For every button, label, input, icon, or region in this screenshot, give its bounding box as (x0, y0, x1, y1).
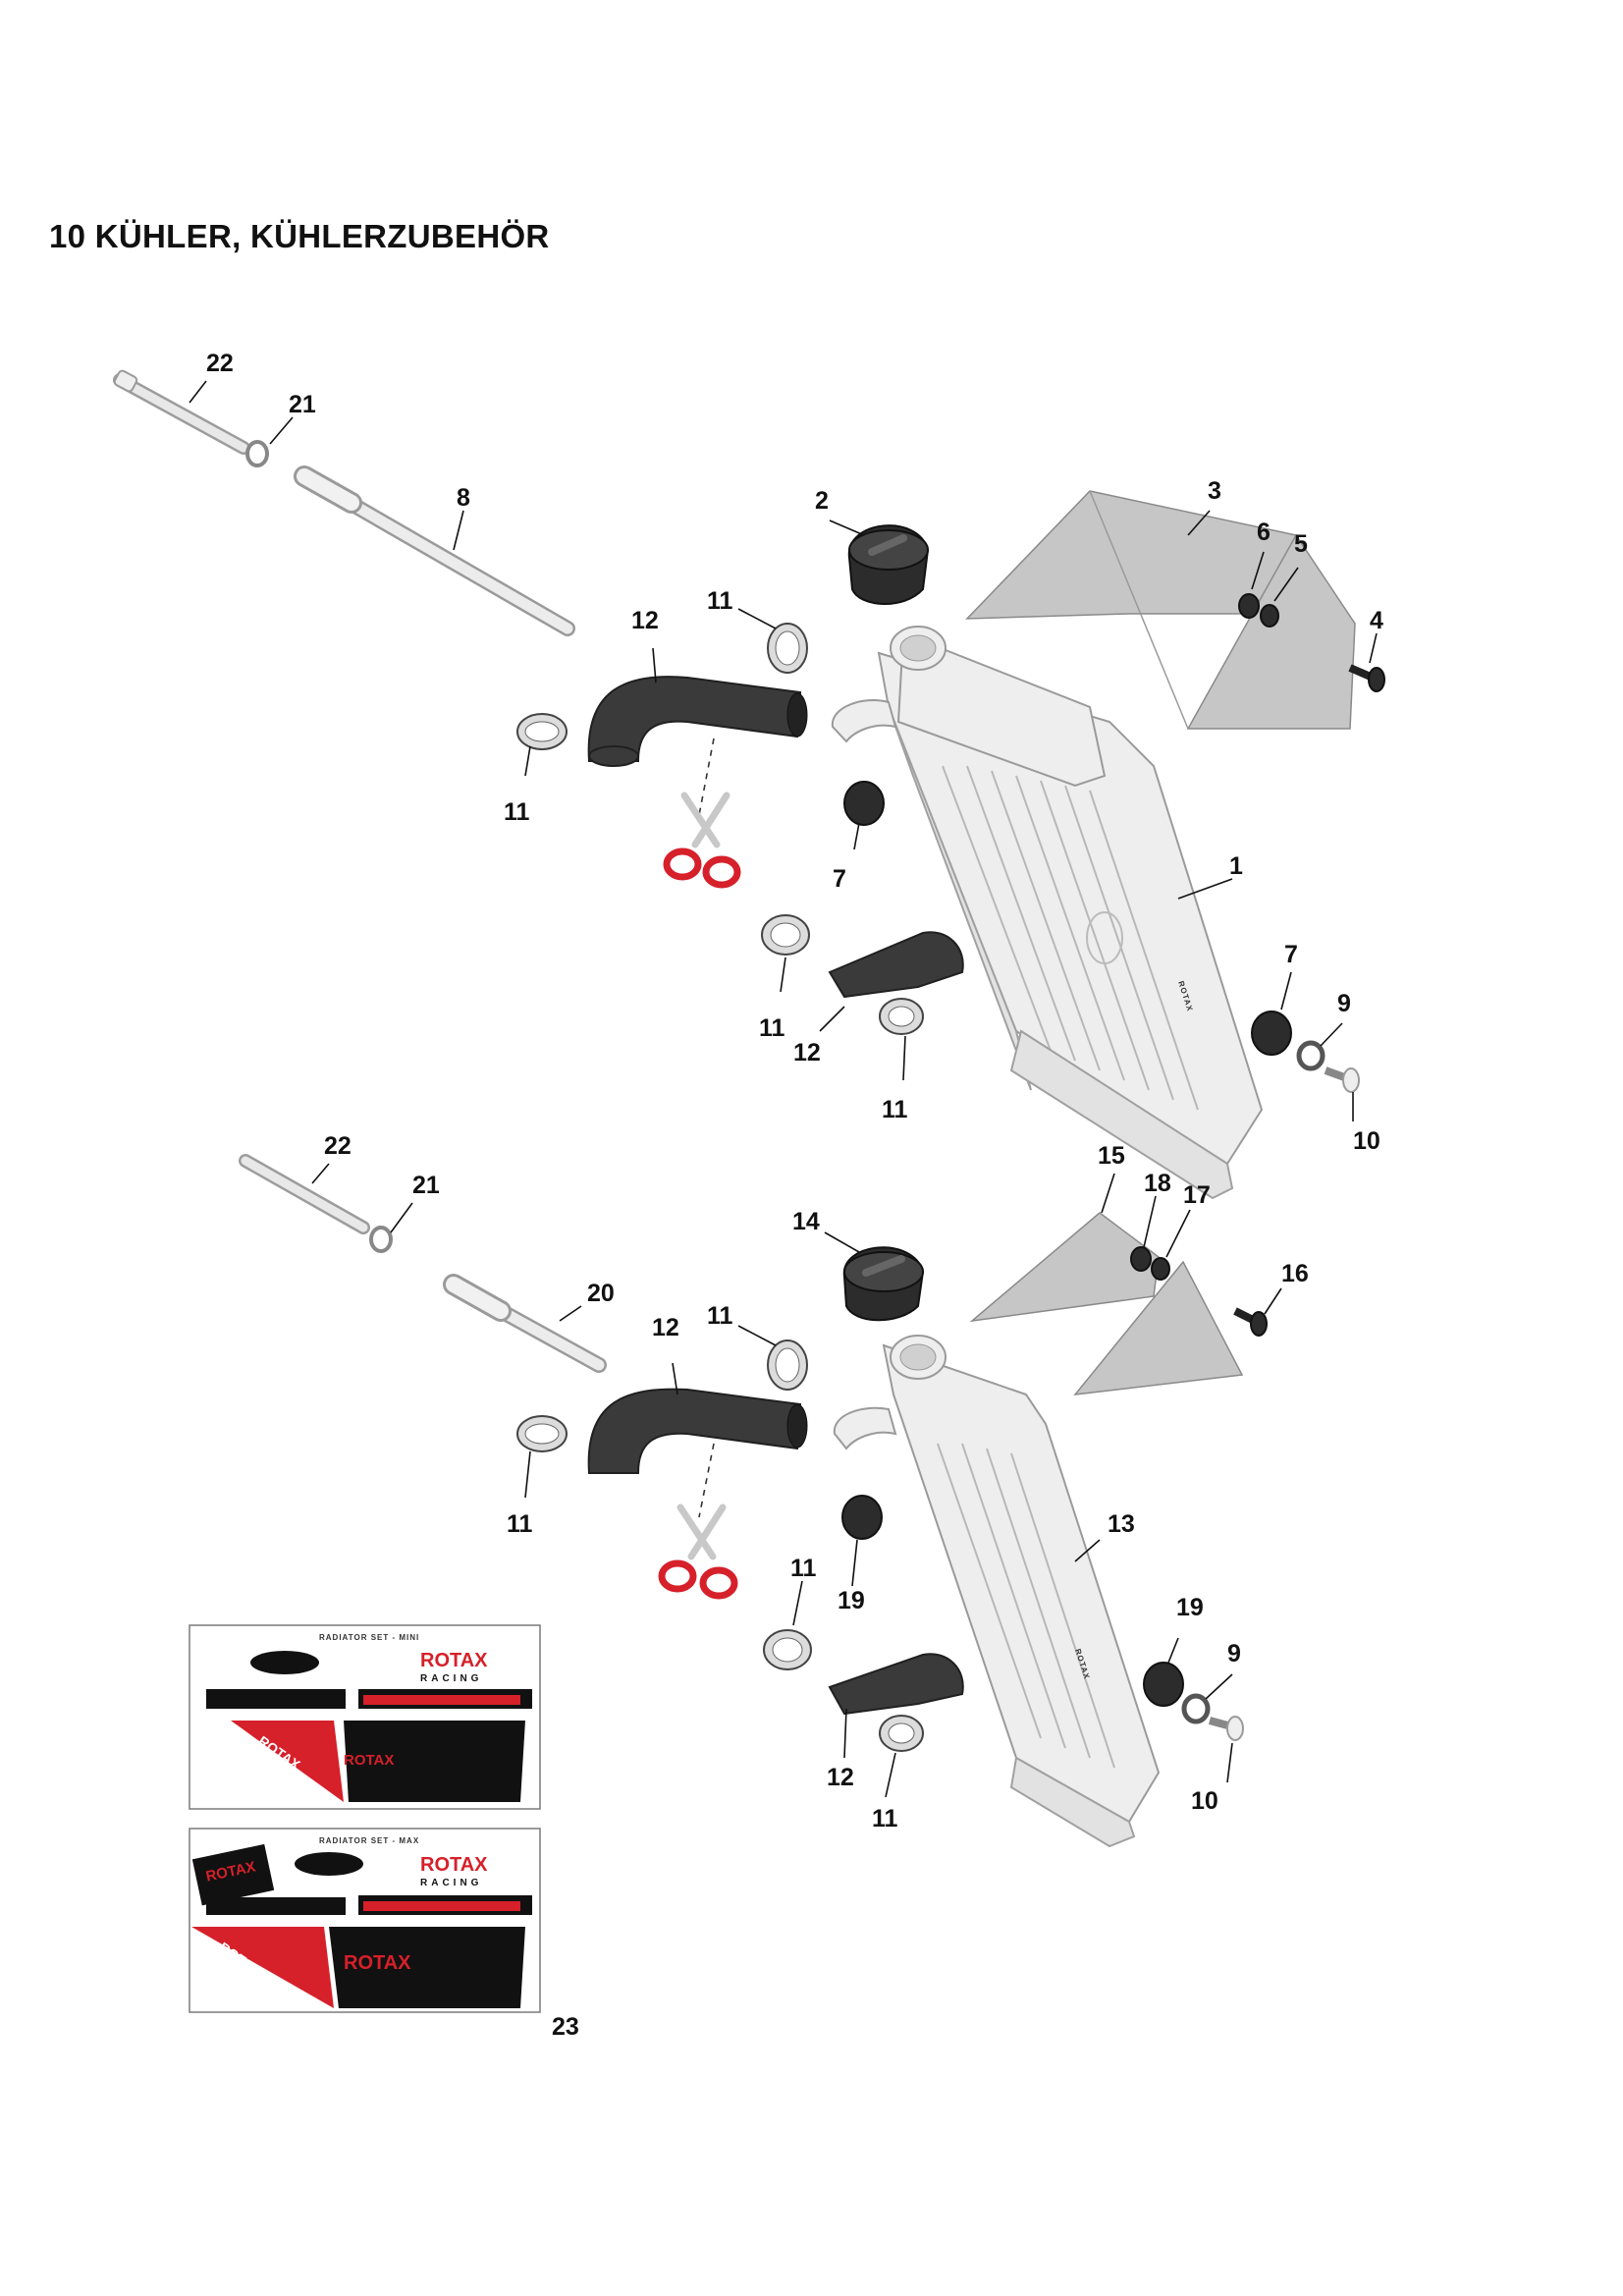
part-2-filler-cap (847, 524, 930, 605)
part-18-grommet (1130, 1246, 1152, 1272)
callout-23: 23 (552, 2013, 579, 2041)
part-12-hose-upper (587, 676, 808, 767)
callout-11-c: 11 (759, 1014, 785, 1042)
part-7-grommet (843, 781, 885, 826)
callout-19: 19 (838, 1587, 865, 1614)
part-9-washer (1296, 1040, 1325, 1071)
part-13-radiator: ROTAX (833, 1335, 1161, 1848)
callout-6: 6 (1257, 519, 1271, 546)
part-11-clamp-c (761, 914, 810, 956)
callout-3: 3 (1208, 477, 1221, 505)
sticker-set-mini: RADIATOR SET - MINI ROTAX RACING ROTAX R… (189, 1624, 541, 1810)
part-11-clamp-d (879, 998, 924, 1035)
callout-12-c: 12 (652, 1314, 679, 1341)
callout-11-g: 11 (790, 1555, 817, 1582)
part-10-screw (1324, 1066, 1360, 1093)
part-22-bolt-b (239, 1154, 370, 1234)
callout-10: 10 (1353, 1127, 1380, 1155)
part-17-grommet (1151, 1257, 1170, 1281)
part-11-clamp-f (516, 1415, 568, 1452)
scissors-icon (663, 792, 741, 889)
callout-12: 12 (631, 607, 659, 634)
part-3-bracket (965, 490, 1356, 730)
callout-11-e: 11 (707, 1302, 733, 1330)
sticker-mini-panel-brand: ROTAX (344, 1752, 394, 1769)
part-14-filler-cap (842, 1246, 925, 1322)
part-20-spacer (443, 1274, 607, 1373)
callout-13: 13 (1108, 1510, 1135, 1538)
callout-2: 2 (815, 487, 829, 515)
callout-11-b: 11 (504, 798, 530, 826)
sticker-mini-brand: ROTAX (420, 1650, 488, 1671)
callout-labels: 22 21 8 2 3 6 5 4 11 12 11 1 7 7 9 10 11… (206, 350, 1383, 2041)
callout-11-f: 11 (507, 1510, 533, 1538)
sticker-max-panel-brand: ROTAX (344, 1952, 411, 1974)
part-22-bolt (113, 369, 250, 455)
part-8-spacer-rod (294, 465, 575, 636)
part-7-grommet-b (1251, 1011, 1292, 1056)
part-1-radiator: ROTAX (831, 626, 1264, 1200)
callout-21: 21 (289, 391, 316, 418)
part-11-clamp (767, 623, 808, 674)
sticker-max-brand-sub: RACING (420, 1878, 482, 1888)
part-4-screw (1348, 664, 1385, 692)
callout-17: 17 (1183, 1181, 1211, 1209)
part-19-grommet-b (1143, 1662, 1184, 1707)
part-5-grommet (1260, 604, 1279, 628)
part-6-grommet (1238, 593, 1260, 619)
callout-11-h: 11 (872, 1805, 898, 1832)
sticker-mini-heading: RADIATOR SET - MINI (319, 1633, 419, 1642)
callout-20: 20 (587, 1280, 615, 1307)
part-9-washer-b (1181, 1693, 1211, 1724)
part-19-grommet (841, 1495, 883, 1540)
callout-12-d: 12 (827, 1764, 854, 1791)
callout-22-b: 22 (324, 1132, 352, 1160)
leader-lines (189, 380, 1378, 1798)
callout-4: 4 (1370, 607, 1383, 634)
part-16-screw (1233, 1307, 1268, 1337)
callout-7-b: 7 (1284, 941, 1298, 968)
part-12-hose-upper-b (587, 1388, 808, 1474)
callout-22: 22 (206, 350, 234, 377)
part-12-hose-lower-b (828, 1653, 964, 1716)
callout-18: 18 (1144, 1170, 1171, 1197)
part-11-clamp-b (516, 713, 568, 750)
callout-15: 15 (1098, 1142, 1125, 1170)
callout-10-b: 10 (1191, 1787, 1218, 1815)
callout-11: 11 (707, 587, 733, 615)
sticker-max-heading: RADIATOR SET - MAX (319, 1836, 419, 1845)
part-21-washer-b (369, 1226, 393, 1253)
callout-8: 8 (457, 484, 470, 512)
callout-16: 16 (1281, 1260, 1309, 1287)
sticker-set-max: RADIATOR SET - MAX ROTAX ROTAX RACING RO… (189, 1828, 541, 2013)
part-12-hose-lower (828, 931, 964, 999)
callout-21-b: 21 (412, 1172, 440, 1199)
sticker-max-brand: ROTAX (420, 1854, 488, 1876)
sticker-mini-brand-sub: RACING (420, 1673, 482, 1684)
scissors-icon-b (658, 1503, 738, 1600)
page-title: 10 KÜHLER, KÜHLERZUBEHÖR (49, 218, 550, 254)
callout-19-b: 19 (1176, 1594, 1204, 1621)
callout-11-d: 11 (882, 1096, 908, 1123)
callout-9-b: 9 (1227, 1640, 1241, 1667)
part-10-screw-b (1208, 1716, 1244, 1741)
callout-12-b: 12 (793, 1039, 821, 1066)
callout-14: 14 (792, 1208, 820, 1235)
part-21-washer (245, 440, 269, 467)
part-15-bracket (969, 1212, 1244, 1395)
sticker-max-panel-brand-sub: RACING (344, 1976, 406, 1987)
part-11-clamp-h (879, 1715, 924, 1752)
callout-7: 7 (833, 865, 846, 893)
callout-1: 1 (1229, 852, 1243, 880)
part-11-clamp-e (767, 1339, 808, 1391)
callout-5: 5 (1294, 530, 1308, 558)
part-11-clamp-g (763, 1629, 812, 1670)
callout-9: 9 (1337, 990, 1351, 1017)
